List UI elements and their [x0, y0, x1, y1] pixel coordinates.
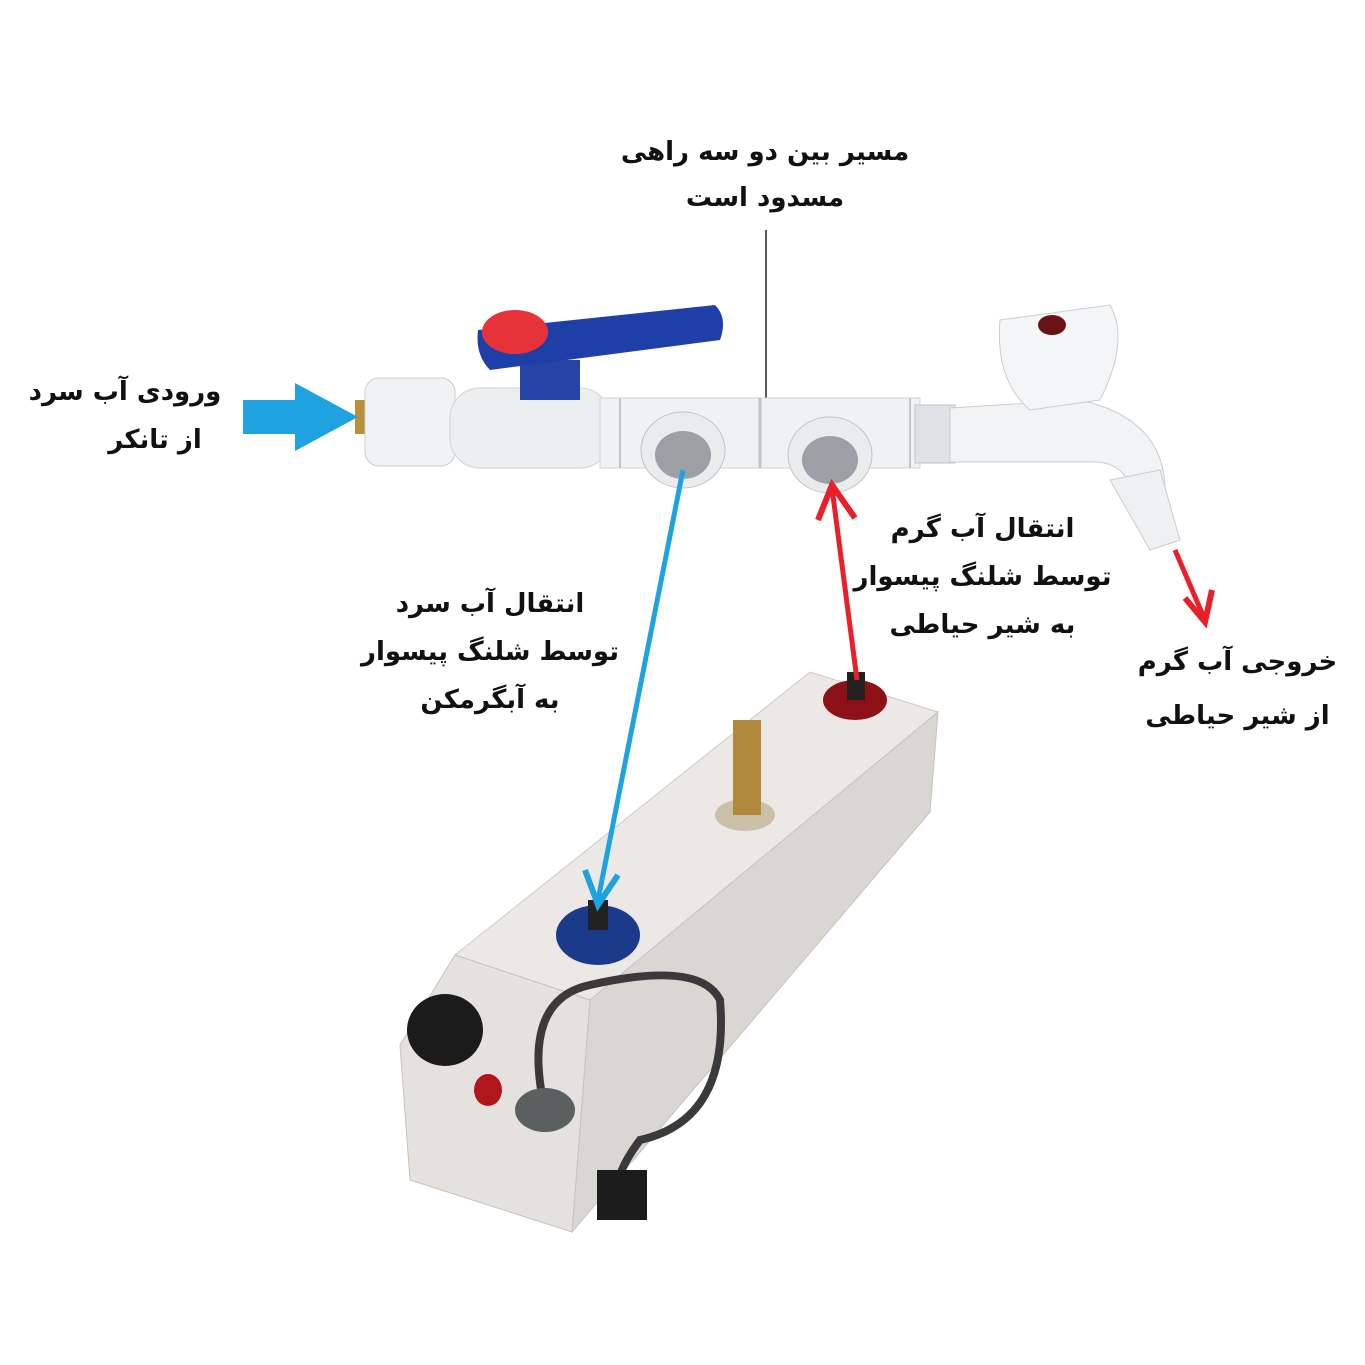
cold-transfer-label: انتقال آب سرد توسط شلنگ پیسوار به آبگرمک… — [350, 580, 630, 724]
label-line: ورودی آب سرد — [28, 377, 222, 407]
label-line: به شیر حیاطی — [889, 610, 1076, 640]
cold-transfer-arrow — [582, 469, 686, 912]
hot-transfer-label: انتقال آب گرم توسط شلنگ پیسوار به شیر حی… — [840, 505, 1125, 649]
label-line: توسط شلنگ پیسوار — [360, 637, 619, 667]
ball-valve-handle — [477, 305, 724, 370]
label-line: توسط شلنگ پیسوار — [853, 562, 1112, 592]
blocked-path-label: مسیر بین دو سه راهی مسدود است — [600, 128, 930, 222]
hot-transfer-arrow — [815, 478, 860, 681]
power-plug-icon — [597, 1170, 647, 1220]
cold-inlet-arrow — [243, 383, 358, 451]
pipe-manifold — [355, 304, 1181, 551]
label-line: مسیر بین دو سه راهی — [620, 137, 910, 167]
faucet-handle — [998, 304, 1119, 411]
label-line: به آبگرمکن — [420, 685, 560, 715]
label-line: مسدود است — [685, 183, 845, 213]
hot-indicator-icon — [1038, 315, 1066, 335]
thermostat-knob-icon — [407, 994, 483, 1066]
label-line: از تانکر — [108, 425, 202, 455]
label-line: از شیر حیاطی — [1145, 701, 1330, 731]
label-line: انتقال آب گرم — [890, 514, 1075, 544]
safety-valve — [733, 720, 761, 815]
hot-outlet-label: خروجی آب گرم از شیر حیاطی — [1130, 635, 1345, 743]
hot-outlet-arrow — [1172, 549, 1215, 629]
label-line: خروجی آب گرم — [1137, 647, 1338, 677]
label-line: انتقال آب سرد — [395, 589, 585, 619]
water-heater — [399, 671, 940, 1234]
cold-inlet-label: ورودی آب سرد از تانکر — [20, 368, 230, 464]
cold-inlet-fitting — [556, 905, 640, 965]
power-switch-icon — [474, 1074, 502, 1106]
